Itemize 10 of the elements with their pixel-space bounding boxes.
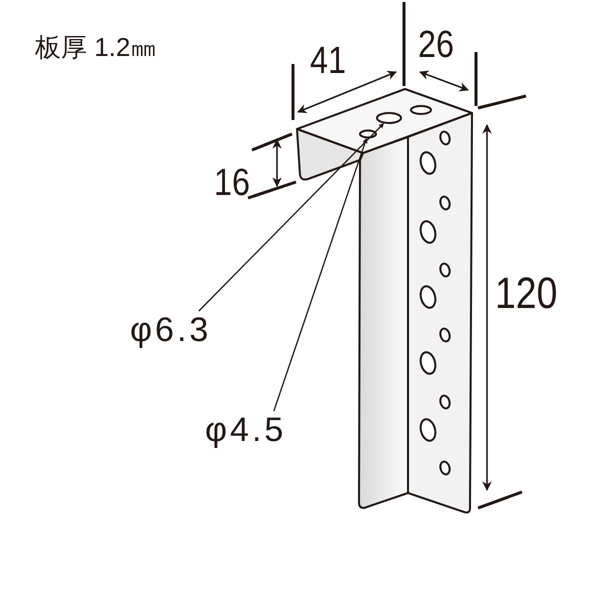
diameter-label: φ4.5	[205, 413, 286, 447]
diameter-label: φ6.3	[130, 313, 212, 347]
dimension-label: 41	[310, 42, 346, 80]
leader-line	[198, 123, 384, 312]
dimension-label: 16	[214, 164, 250, 202]
dimension-label: 26	[418, 26, 454, 64]
leader-line	[273, 138, 368, 412]
plate-thickness-note: 板厚 1.2㎜	[35, 34, 156, 60]
dimension-label: 120	[495, 272, 558, 316]
hole	[376, 112, 402, 124]
